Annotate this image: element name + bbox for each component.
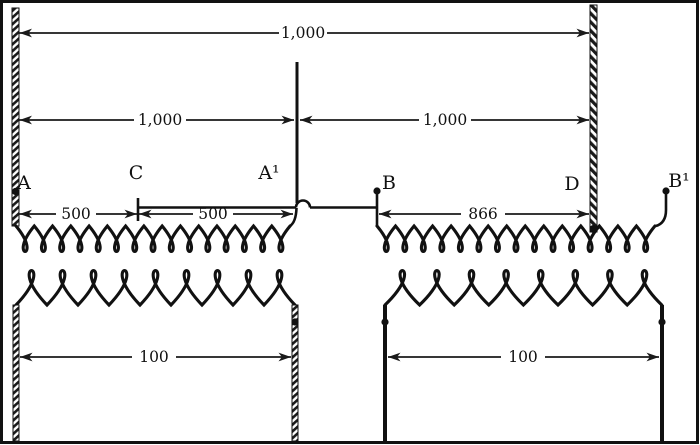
junction-dot-a xyxy=(11,187,20,196)
coil-upper-right xyxy=(375,223,657,254)
dimension-right-half: 1,000 xyxy=(300,111,589,129)
point-labels: A C A¹ B D B¹ xyxy=(16,162,690,195)
label-point-b: B xyxy=(382,172,396,194)
coil-lower-right xyxy=(383,268,664,308)
dimension-a-c-value: 500 xyxy=(61,205,91,223)
dimension-left-half-value: 1,000 xyxy=(138,111,182,129)
wire-b1-riser xyxy=(655,193,668,228)
label-point-a: A xyxy=(16,172,31,194)
dimension-overall: 1,000 xyxy=(19,24,589,42)
dimension-lower-right-value: 100 xyxy=(508,348,538,366)
dimension-left-half: 1,000 xyxy=(19,111,294,129)
dimension-lower-left-value: 100 xyxy=(139,348,169,366)
dimension-c-a1-value: 500 xyxy=(198,205,228,223)
crossover-bump xyxy=(294,199,312,208)
junction-dot-lower-left xyxy=(291,318,299,326)
dimension-b-d: 866 xyxy=(379,205,589,223)
junction-dot-d xyxy=(589,225,598,233)
coil-lower-left xyxy=(14,268,297,308)
junction-dot-lower-mid xyxy=(381,318,389,326)
horizontal-wires xyxy=(138,199,377,209)
vertical-wires xyxy=(11,4,668,233)
wire-a1-riser xyxy=(289,207,298,228)
dimension-b-d-value: 866 xyxy=(468,205,498,223)
junction-dot-b1 xyxy=(662,187,670,195)
coil-upper-left xyxy=(14,223,292,254)
junction-dot-lower-right xyxy=(658,318,666,326)
dimension-lower-right: 100 xyxy=(388,348,659,366)
dimension-overall-value: 1,000 xyxy=(281,24,325,42)
dimension-lower-left: 100 xyxy=(20,348,291,366)
slide-wire-d-bar xyxy=(589,4,598,233)
junction-dot-b xyxy=(373,187,381,195)
label-point-d: D xyxy=(564,173,579,195)
coils xyxy=(14,223,664,308)
dimension-a-c: 500 xyxy=(19,205,137,223)
junction-dots xyxy=(11,187,670,326)
dimension-right-half-value: 1,000 xyxy=(423,111,467,129)
lower-leads xyxy=(12,304,664,442)
label-point-a1: A¹ xyxy=(257,162,279,184)
label-point-b1: B¹ xyxy=(668,170,690,192)
label-point-c: C xyxy=(129,162,144,184)
lead-lower-left-2 xyxy=(291,304,299,442)
lead-lower-left-1 xyxy=(12,304,20,442)
dimension-c-a1: 500 xyxy=(139,205,293,223)
